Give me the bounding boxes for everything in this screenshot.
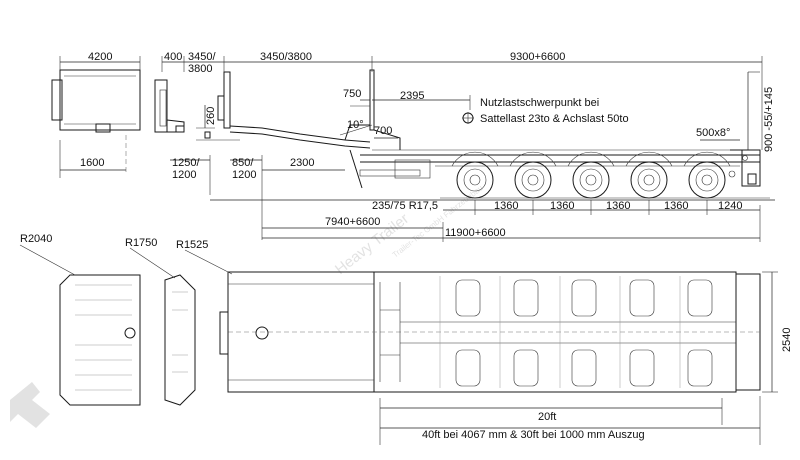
wheel-1 (451, 151, 499, 199)
dim-axle-1360-4: 1360 (664, 200, 688, 212)
plan-view-gooseneck-r1750 (129, 247, 196, 406)
dim-40ft-30ft: 40ft bei 4067 mm & 30ft bei 1000 mm Ausz… (422, 429, 645, 441)
wheel-3 (567, 151, 615, 199)
dim-axle-1360-3: 1360 (606, 200, 630, 212)
dim-750: 750 (343, 88, 361, 100)
dim-1240: 1240 (718, 200, 742, 212)
dim-1200-c: 1200 (232, 169, 256, 181)
plan-view-main-platform (184, 249, 761, 393)
side-view-axles (440, 151, 770, 199)
dim-axle-1360-2: 1360 (550, 200, 574, 212)
payload-note-line1: Nutzlastschwerpunkt bei (480, 97, 599, 109)
dim-3450-a: 3450/ (188, 51, 216, 63)
side-view-dimensions (59, 56, 775, 242)
wheel-5 (683, 151, 731, 199)
dim-900-range: 900 -55/+145 (763, 87, 775, 152)
tire-size: 235/75 R17,5 (372, 200, 438, 212)
dim-2540: 2540 (781, 328, 793, 352)
wheel-2 (509, 151, 557, 199)
dim-11900-6600: 11900+6600 (445, 227, 506, 239)
watermark-logo-icon (10, 382, 50, 428)
payload-note-line2: Sattellast 23to & Achslast 50to (480, 113, 629, 125)
side-view-gooseneck-4200 (51, 69, 141, 178)
label-r1750: R1750 (125, 237, 157, 249)
dim-2395: 2395 (400, 90, 424, 102)
dim-400: 400 (164, 51, 182, 63)
dim-700: 700 (374, 125, 392, 137)
dim-500x8: 500x8° (696, 127, 730, 139)
dim-7940-6600: 7940+6600 (325, 216, 380, 228)
dim-4200: 4200 (88, 51, 112, 63)
payload-center-symbol (462, 112, 474, 124)
plan-view-gooseneck-r2040 (19, 244, 141, 406)
wheel-4 (625, 151, 673, 199)
label-r2040: R2040 (20, 233, 52, 245)
dim-1600: 1600 (80, 157, 104, 169)
label-r1525: R1525 (176, 239, 208, 251)
dim-2300: 2300 (290, 157, 314, 169)
dim-1200-b: 1200 (172, 169, 196, 181)
dim-20ft: 20ft (538, 411, 556, 423)
dim-9300-6600: 9300+6600 (510, 51, 565, 63)
dim-1250-a: 1250/ (172, 157, 200, 169)
watermark: Heavy Trailer Trailer-Tec GmbH Fahrzeugb… (10, 183, 485, 428)
dim-3450-3800: 3450/3800 (260, 51, 312, 63)
plan-view-dimensions (379, 271, 778, 445)
dim-axle-1360-1: 1360 (494, 200, 518, 212)
dim-10-degrees: 10° (347, 119, 364, 131)
dim-3800-b: 3800 (188, 63, 212, 75)
dim-850-a: 850/ (232, 157, 254, 169)
dim-260: 260 (205, 107, 217, 125)
side-view-gooseneck-400 (154, 79, 185, 133)
side-view-neck-extension (196, 71, 371, 149)
